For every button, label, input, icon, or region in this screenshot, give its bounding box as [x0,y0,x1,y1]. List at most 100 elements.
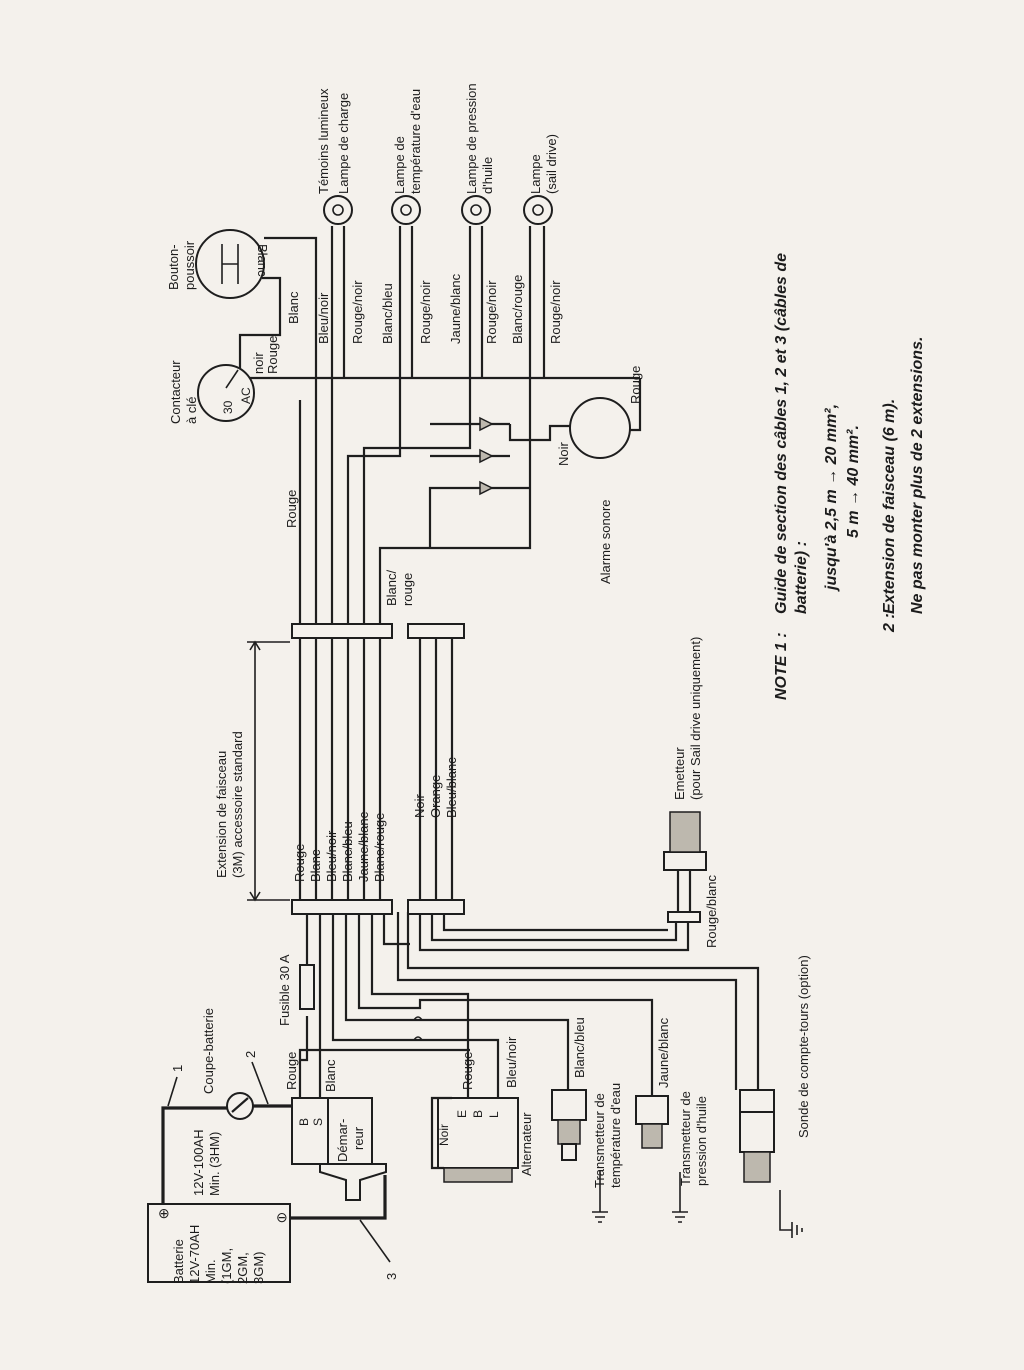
wire-label-jaune-blanc-press: Jaune/blanc [656,1017,671,1088]
tach-sensor-body [739,1111,775,1153]
ext-label-orange: Orange [428,775,443,818]
note-1-line-1: Guide de section des câbles 1, 2 et 3 (c… [773,253,790,614]
callout-3-leader [359,1219,391,1263]
note-2-line-1: Extension de faisceau (6 m). [881,399,898,614]
wire-label-blanc-rouge-upper-1: Blanc/ [384,569,399,606]
temp-sender-thread [557,1119,581,1145]
note-1-label: NOTE 1 : [773,632,790,700]
lamps-header: Témoins lumineux [316,88,331,194]
lamp-pressure-label-2: d'huile [480,157,495,194]
wire-label-blanc-rouge-upper-2: rouge [400,573,415,606]
battery-spec-1gm: (1GM, [219,1248,234,1284]
battery-cable-1 [161,1106,228,1204]
pressure-sender-label-1: Transmetteur de [678,1091,693,1186]
wire-noir-alt-ground [430,1096,452,1170]
lamp-temperature-label-1: Lampe de [392,136,407,194]
ext-label-blanc-bleu: Blanc/bleu [340,821,355,882]
lamp-pressure-label-1: Lampe de pression [464,83,479,194]
alternator: E B L Alternateur Noir Rouge Bleu/noir [430,1036,534,1183]
diode-bus [428,422,530,548]
extension-connector-upper-main [291,623,393,639]
wire-label-blanc-btn-1: Blanc [286,291,301,324]
wire-label-bleu-noir-alt: Bleu/noir [504,1036,519,1088]
temp-sender-label-1: Transmetteur de [592,1093,607,1188]
battery-section: ⊕ ⊖ Batterie 12V-70AH Min. (1GM, 2GM, 3G… [147,1008,399,1285]
starter-terminal-s: S [311,1118,325,1126]
tach-sensor-head [739,1089,775,1113]
note-1-line-4: 5 m → 40 mm². [845,425,862,538]
extension-connector-lower-sail [407,899,465,915]
diode-1 [479,416,494,432]
lamp-sail-drive-label-2: (sail drive) [544,134,559,194]
panel-side-wiring: Rouge Blanc/ rouge 30 AC Contac [166,83,643,624]
wire-sail-bleu-blanc [442,912,668,932]
wire-label-rouge-alarm: Rouge [628,366,643,404]
diodes [479,416,494,496]
wire-blanc-rouge-harness [370,912,470,1098]
pressure-sender: Jaune/blanc Transmetteur de pression d'h… [635,1017,709,1223]
diode-2 [479,448,494,464]
temp-sender-tip [561,1143,577,1161]
push-button-label-2: poussoir [182,240,197,290]
battery-spec-2gm: 2GM, [235,1252,250,1284]
ext-label-bleu-noir: Bleu/noir [324,830,339,882]
wire-label-rouge-blanc-emet: Rouge/blanc [704,875,719,948]
pressure-sender-thread [641,1123,663,1149]
alternator-label: Alternateur [519,1112,534,1176]
callout-2-leader [251,1061,269,1105]
ext-label-noir: Noir [412,793,427,818]
lamp-sail-drive [523,195,553,225]
alternator-body [437,1097,519,1169]
starter-label-1: Démar- [335,1119,350,1162]
wire-label-rouge-alt: Rouge [460,1052,475,1090]
lamp-pressure [461,195,491,225]
note-1-line-2: batterie) : [793,541,810,614]
extension-harness: Rouge Blanc Bleu/noir Blanc/bleu Jaune/b… [214,623,465,915]
ext-label-rouge: Rouge [292,844,307,882]
lamp-sail-drive-filament [532,204,544,216]
emitter-cable [676,870,692,912]
lamp-charge [323,195,353,225]
lamp2-wire-a: Blanc/bleu [380,283,395,344]
starter-terminal-block [291,1097,329,1165]
temp-sender-label-2: température d'eau [608,1083,623,1188]
alarm-buzzer [569,397,631,459]
callout-1-leader [167,1076,178,1107]
note-2-line-2: Ne pas monter plus de 2 extensions. [909,337,926,614]
starter-motor: B S Démar- reur [291,1097,387,1201]
temp-sender-ground [592,1170,608,1223]
battery-spec-70ah: 12V-70AH [187,1225,202,1284]
callout-2: 2 [243,1051,258,1058]
ext-label-blanc: Blanc [308,849,323,882]
wire-crossing-bump-2 [413,1016,423,1021]
wire-label-noir-alt: Noir [437,1124,451,1146]
lamp-charge-label: Lampe de charge [336,93,351,194]
wire-rouge-alt-to-starter [298,1048,470,1060]
wire-rouge-main [298,1016,309,1098]
wire-label-blanc-bleu-temp: Blanc/bleu [572,1017,587,1078]
panel-wire-blanc-bleu [346,226,402,624]
battery-spec-min: Min. [203,1259,218,1284]
alternator-terminal-e: E [455,1110,469,1118]
callout-3: 3 [384,1273,399,1280]
lamp-sail-drive-label-1: Lampe [528,154,543,194]
wire-crossing-bump-1 [413,1036,423,1041]
alternator-terminal-l: L [487,1111,501,1118]
panel-wire-blanc-rouge [378,226,532,624]
sail-drive-emitter: Rouge/blanc Emetteur (pour Sail drive un… [418,637,719,952]
lamp4-wire-a: Blanc/rouge [510,275,525,344]
battery-spec-3gm: 3GM) [251,1252,266,1285]
battery-minus-symbol: ⊖ [276,1209,288,1225]
starter-label-2: reur [351,1126,366,1150]
coupe-batterie-blade [231,1097,249,1113]
key-switch-to-button [238,276,282,368]
emitter-head [663,851,707,871]
diode-3 [479,480,494,496]
wire-tach-pair [396,912,760,1090]
extension-label-2: (3M) accessoire standard [230,731,245,878]
wire-sail-noir [418,912,690,952]
key-switch-lever [225,369,239,389]
battery-title: Batterie [171,1239,186,1284]
notes: NOTE 1 : Guide de section des câbles 1, … [773,253,926,700]
starter-terminal-b: B [297,1118,311,1126]
